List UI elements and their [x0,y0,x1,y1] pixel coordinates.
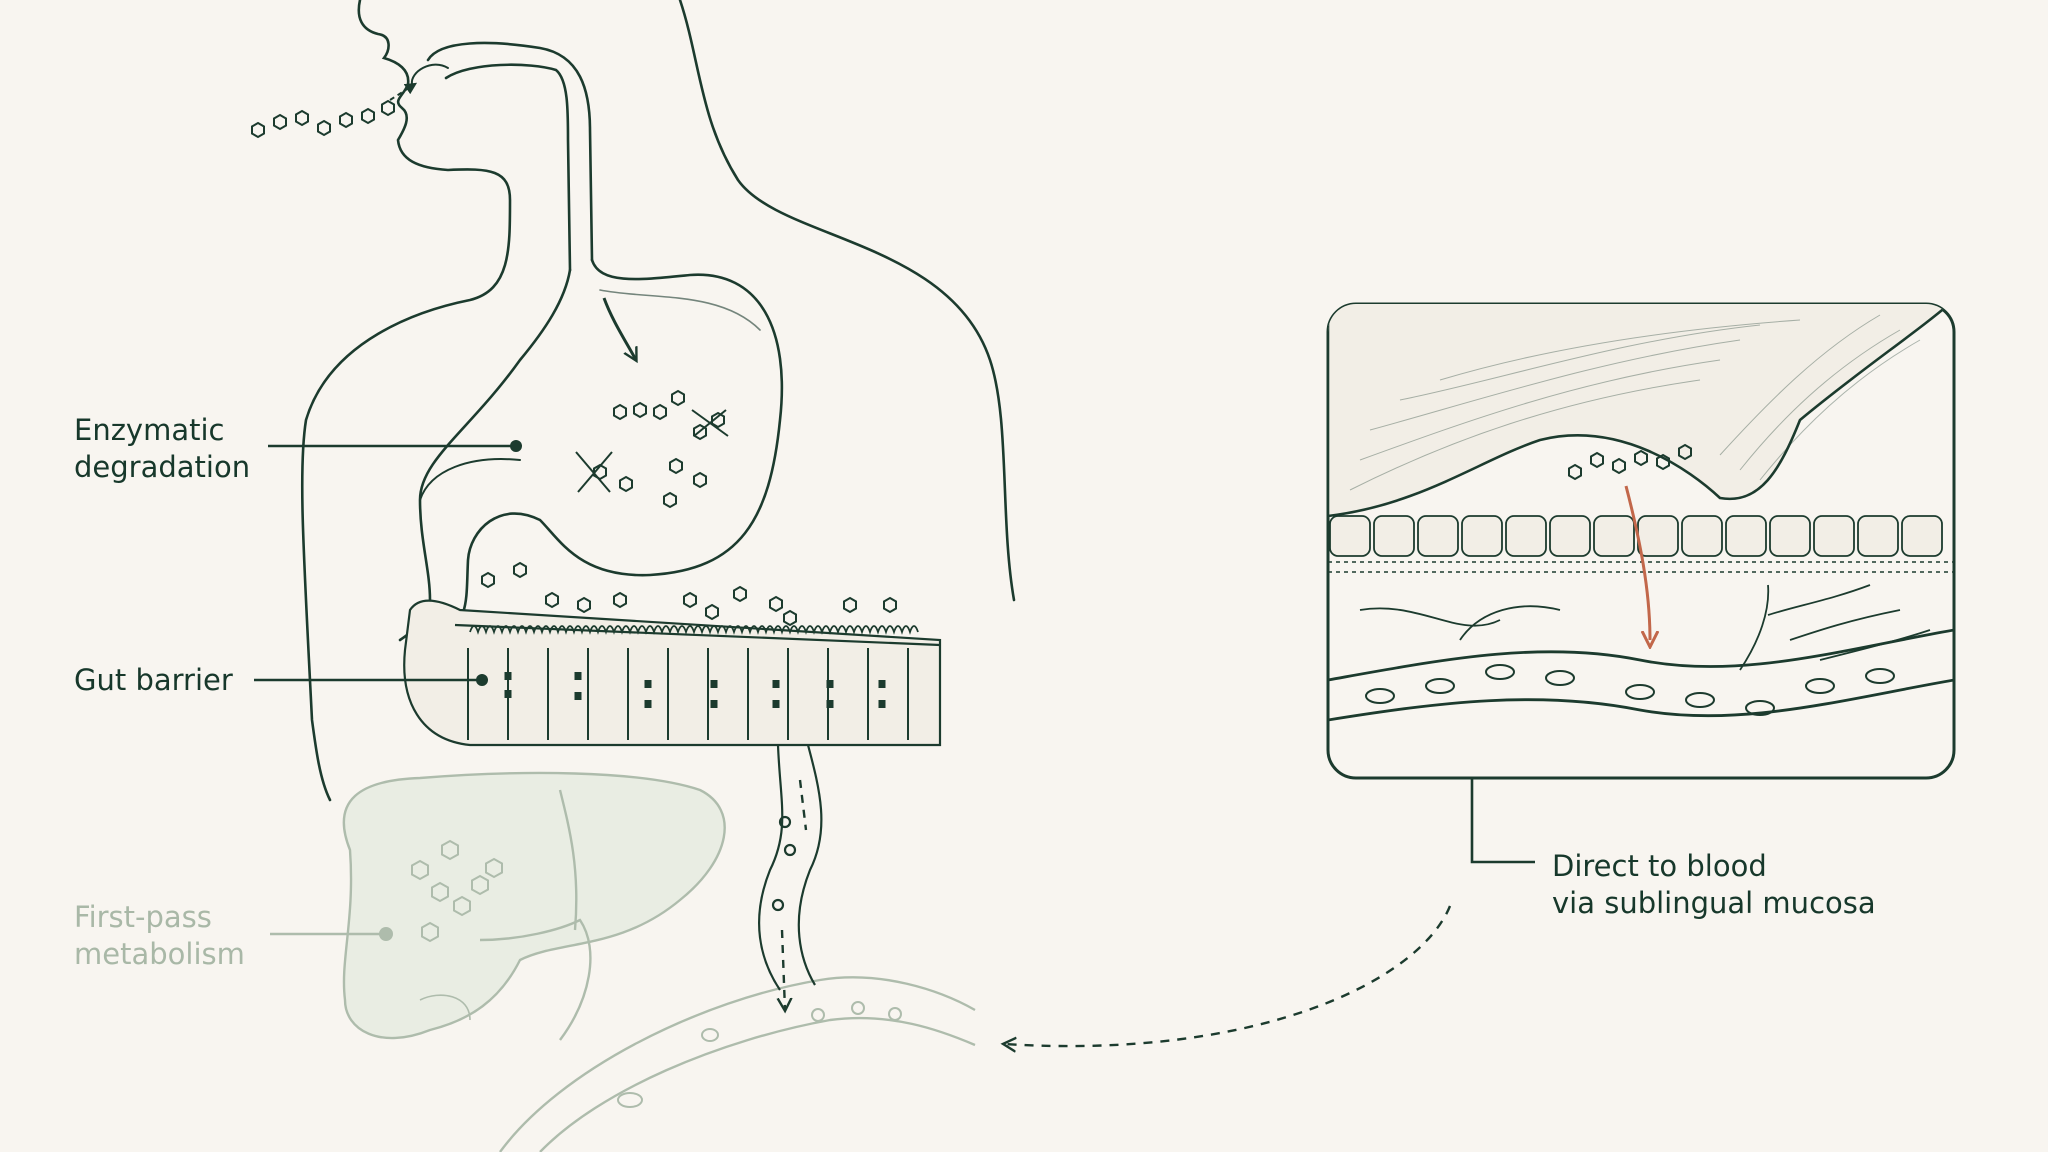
sublingual-inset [1326,302,1956,780]
label-enzymatic-degradation: Enzymatic degradation [74,412,250,486]
label-direct-line1: Direct to blood [1552,849,1767,883]
leader-lines [254,440,1535,941]
label-enzymatic-line1: Enzymatic [74,413,225,447]
portal-vessel [499,976,976,1152]
tongue [1328,304,1954,518]
villi-tips [469,625,919,635]
label-direct-to-blood: Direct to blood via sublingual mucosa [1552,848,1876,922]
digestive-tract [398,41,784,642]
label-gut-barrier-text: Gut barrier [74,663,233,697]
liver [342,771,726,1041]
direct-route-arrow [1004,905,1452,1046]
absorption-arrow [1624,485,1650,640]
label-first-pass-line2: metabolism [74,937,245,971]
label-gut-barrier: Gut barrier [74,662,233,699]
label-first-pass-line1: First-pass [74,900,212,934]
gut-barrier-villi [403,599,942,747]
label-enzymatic-line2: degradation [74,450,251,484]
epithelium [1329,515,1943,557]
body-outline [300,0,1016,802]
tongue-texture [1349,314,1921,491]
label-direct-line2: via sublingual mucosa [1552,886,1876,920]
portal-tube [758,744,823,1010]
tight-junctions [504,672,886,708]
molecule-chain-mouth [251,82,418,138]
swallow-arrow [602,297,636,360]
label-first-pass-metabolism: First-pass metabolism [74,899,245,973]
stomach-molecules [575,390,729,508]
blood-cells [1365,664,1895,716]
capillaries [1359,584,1931,671]
